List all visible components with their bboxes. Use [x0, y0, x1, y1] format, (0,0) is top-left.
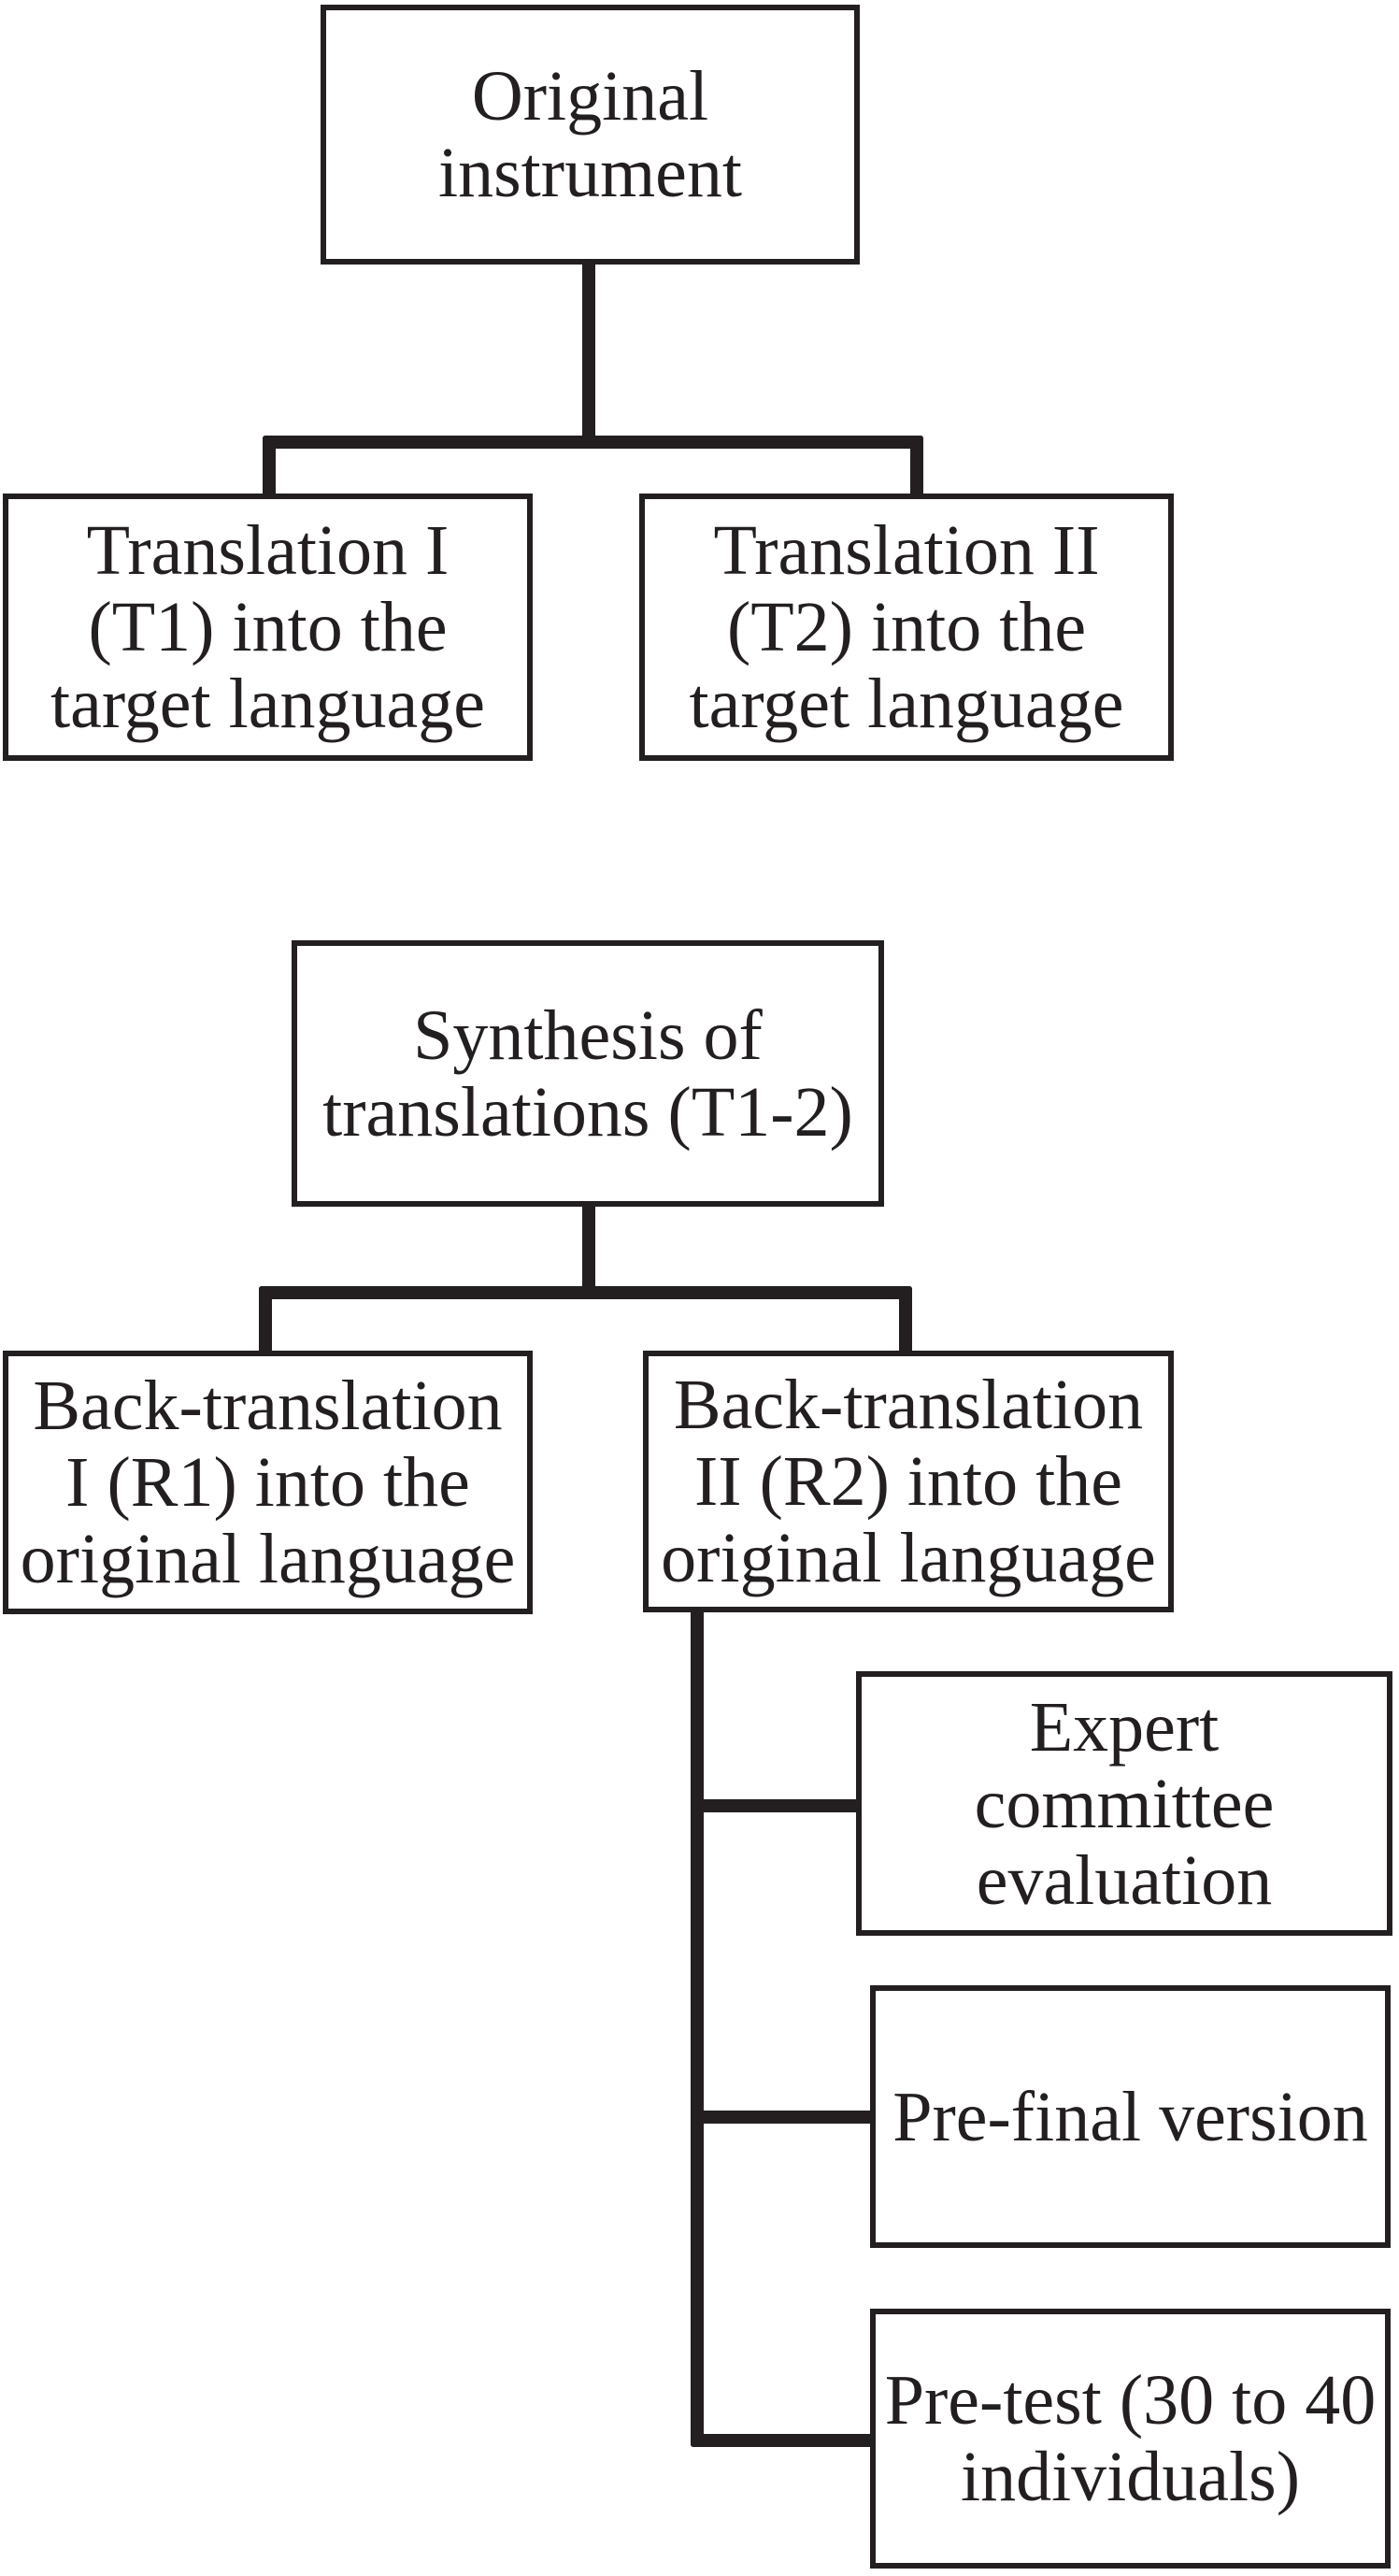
node-text-line: Translation II — [713, 511, 1100, 590]
node-pre-test: Pre-test (30 to 40 individuals) — [870, 2309, 1391, 2569]
node-text-line: Translation I — [86, 511, 450, 590]
node-text-line: individuals) — [960, 2438, 1301, 2516]
node-text-line: original language — [20, 1520, 516, 1598]
node-text-line: Pre-final version — [892, 2077, 1368, 2156]
edge-drop-translation-2 — [910, 436, 923, 499]
edge-drop-translation-1 — [263, 436, 276, 499]
edge-branch-pretest — [691, 2434, 876, 2447]
node-original-instrument: Original instrument — [321, 5, 860, 265]
node-text-line: Back-translation — [673, 1366, 1144, 1444]
node-text-line: Pre-test (30 to 40 — [884, 2361, 1377, 2440]
edge-original-stem — [582, 262, 595, 447]
node-back-translation-2: Back-translation II (R2) into the origin… — [643, 1351, 1174, 1612]
node-text-line: (T2) into the — [726, 588, 1087, 666]
node-text-line: original language — [661, 1519, 1156, 1597]
edge-drop-backtranslation-2 — [899, 1286, 912, 1354]
node-text-line: Original — [471, 57, 709, 136]
node-text-line: Back-translation — [33, 1367, 503, 1445]
edge-branch-expert-committee — [691, 1799, 862, 1812]
node-text-line: I (R1) into the — [65, 1443, 470, 1522]
node-text-line: II (R2) into the — [693, 1442, 1122, 1521]
edge-branch-prefinal-version — [691, 2111, 876, 2124]
node-translation-2: Translation II (T2) into the target lang… — [639, 494, 1174, 761]
node-text-line: target language — [50, 665, 485, 743]
node-text-line: committee — [974, 1764, 1275, 1843]
edge-synthesis-stem — [582, 1204, 595, 1297]
node-expert-committee-evaluation: Expert committee evaluation — [856, 1671, 1392, 1936]
edge-backtranslation2-trunk — [691, 1610, 704, 2447]
node-text-line: target language — [689, 665, 1124, 743]
edge-translations-bar — [263, 436, 923, 449]
node-text-line: translations (T1-2) — [322, 1072, 853, 1152]
edge-drop-backtranslation-1 — [259, 1286, 272, 1354]
edge-backtranslations-bar — [259, 1286, 912, 1299]
node-text-line: evaluation — [976, 1840, 1273, 1920]
node-text-line: Expert — [1029, 1687, 1220, 1767]
node-text-line: instrument — [437, 134, 743, 212]
node-pre-final-version: Pre-final version — [870, 1985, 1391, 2248]
node-text-line: (T1) into the — [88, 588, 448, 666]
node-text-line: Synthesis of — [413, 995, 763, 1075]
node-synthesis-of-translations: Synthesis of translations (T1-2) — [292, 940, 884, 1207]
node-back-translation-1: Back-translation I (R1) into the origina… — [3, 1351, 533, 1614]
node-translation-1: Translation I (T1) into the target langu… — [3, 494, 533, 761]
